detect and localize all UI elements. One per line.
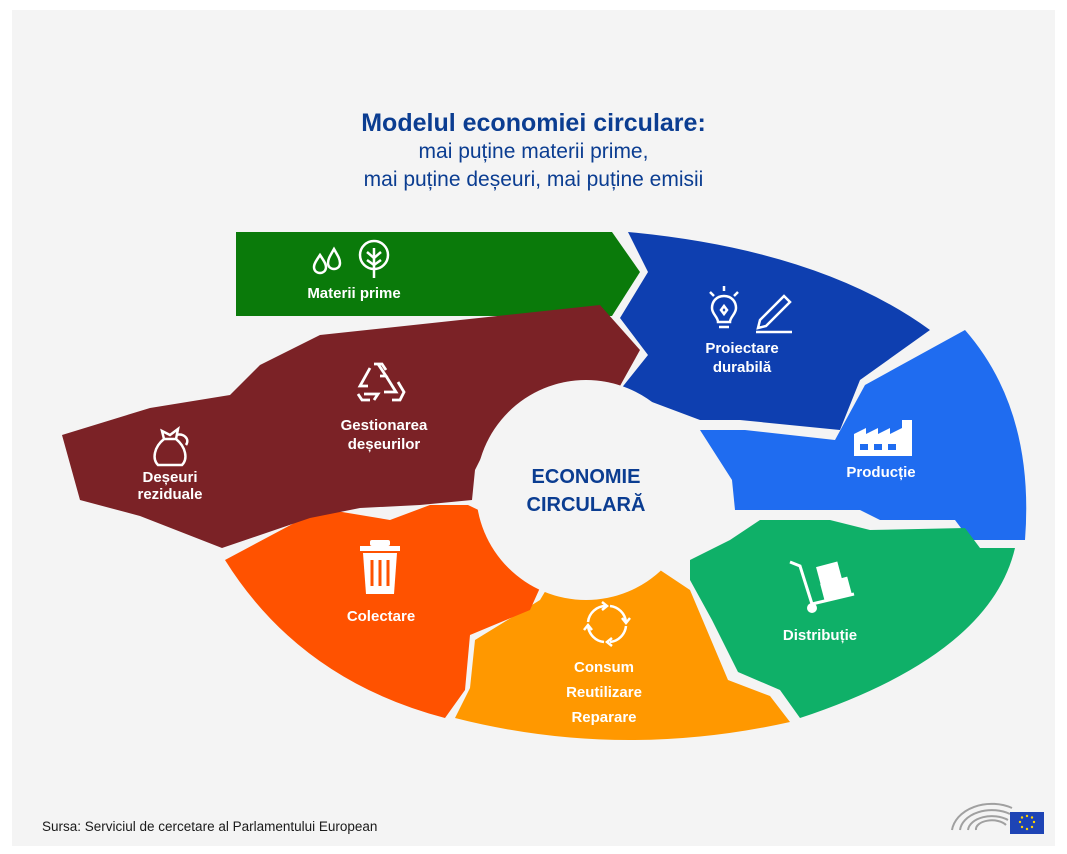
source-text: Sursa: Serviciul de cercetare al Parlame… xyxy=(42,819,378,834)
title-main: Modelul economiei circulare: xyxy=(361,109,706,137)
label-proiectare-line1: Proiectare xyxy=(705,340,778,357)
title-subtitle-line1: mai puține materii prime, xyxy=(418,140,649,163)
label-proiectare-line2: durabilă xyxy=(713,359,772,376)
hand-truck-icon xyxy=(789,560,855,613)
center-circle xyxy=(476,380,696,600)
factory-icon xyxy=(854,420,912,456)
recycle-icon xyxy=(356,362,406,402)
waste-bag-icon xyxy=(153,426,189,467)
european-parliament-logo xyxy=(951,802,1044,834)
lightbulb-icon xyxy=(709,286,739,329)
label-distributie: Distribuție xyxy=(783,627,857,644)
label-materii-prime: Materii prime xyxy=(307,285,400,302)
pencil-icon xyxy=(756,294,792,334)
segment-gestionarea xyxy=(62,305,640,548)
label-consum-line3: Reparare xyxy=(571,709,636,726)
label-colectare: Colectare xyxy=(347,608,415,625)
water-drops-icon xyxy=(312,246,342,275)
trash-bin-icon xyxy=(360,540,400,594)
label-deseuri-line2: reziduale xyxy=(137,486,202,503)
label-consum-line2: Reutilizare xyxy=(566,684,642,701)
label-gestionarea-line2: deșeurilor xyxy=(348,436,421,453)
segment-distributie xyxy=(690,520,1015,718)
title-block: Modelul economiei circulare: mai puține … xyxy=(0,108,1067,194)
tree-icon xyxy=(358,239,390,278)
segment-materii-prime xyxy=(236,232,640,316)
label-gestionarea-line1: Gestionarea xyxy=(341,417,428,434)
title-subtitle-line2: mai puține deșeuri, mai puține emisii xyxy=(363,168,704,191)
center-label-line1: ECONOMIE xyxy=(532,466,641,488)
label-deseuri-line1: Deșeuri xyxy=(142,469,197,486)
cycle-arrows-icon xyxy=(583,601,631,647)
center-label-line2: CIRCULARĂ xyxy=(527,493,646,516)
label-consum-line1: Consum xyxy=(574,659,634,676)
segment-colectare xyxy=(225,505,548,718)
segment-consum xyxy=(455,570,790,741)
label-productie: Producție xyxy=(846,464,915,481)
